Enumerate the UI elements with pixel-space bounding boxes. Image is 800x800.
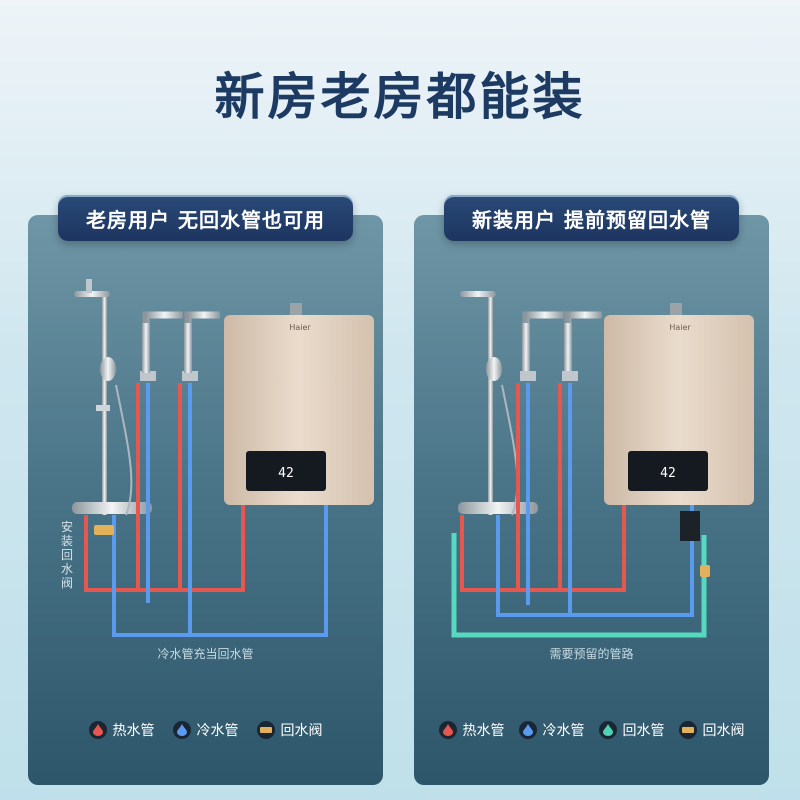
legend-hot-pipe: 热水管 — [438, 720, 505, 740]
old-house-title: 老房用户 无回水管也可用 — [58, 195, 353, 241]
cold-water-drop-icon — [172, 721, 191, 739]
pipe-network — [451, 383, 707, 638]
shower-set — [72, 279, 152, 516]
legend-return-pipe: 回水管 — [598, 720, 665, 740]
new-house-title: 新装用户 提前预留回水管 — [444, 195, 739, 241]
return-valve-icon — [678, 721, 697, 739]
old-house-caption: 冷水管充当回水管 — [157, 647, 254, 661]
new-house-caption: 需要预留的管路 — [549, 647, 634, 661]
old-house-legend: 热水管 冷水管 回水阀 — [28, 720, 383, 740]
faucet-pair — [140, 311, 220, 381]
water-heater: 42 Haier — [604, 303, 754, 505]
brand-logo: Haier — [289, 323, 311, 332]
install-return-valve-note: 安装回水阀 — [60, 520, 73, 590]
legend-cold-pipe: 冷水管 — [172, 720, 239, 740]
return-valve — [94, 525, 114, 535]
water-heater: 42 Haier — [224, 303, 374, 505]
old-house-pipe-diagram: 42 Haier — [72, 279, 374, 637]
new-house-pipe-diagram: 42 Haier — [451, 291, 754, 638]
new-house-panel: 42 Haier 新装用户 提前预留回水管 需要预留的管路 热水管 冷水管 回水… — [414, 195, 769, 785]
legend-return-valve: 回水阀 — [678, 720, 745, 740]
cold-water-drop-icon — [518, 721, 537, 739]
page-headline: 新房老房都能装 — [214, 68, 586, 126]
heater-display: 42 — [278, 466, 294, 481]
legend-hot-pipe: 热水管 — [88, 720, 155, 740]
circulation-pump — [680, 511, 700, 541]
hot-water-drop-icon — [88, 721, 107, 739]
return-valve-icon — [256, 721, 275, 739]
heater-display: 42 — [660, 466, 676, 481]
return-pipe-drop-icon — [598, 721, 617, 739]
faucet-pair — [520, 311, 602, 381]
old-house-panel: 42 Haier 老房用户 无回水管也可用 安装回水阀 冷水管充当回水管 热水管… — [28, 195, 383, 785]
hot-water-drop-icon — [438, 721, 457, 739]
brand-logo: Haier — [669, 323, 691, 332]
return-valve — [700, 565, 710, 577]
pipe-network — [84, 383, 328, 637]
legend-cold-pipe: 冷水管 — [518, 720, 585, 740]
legend-return-valve: 回水阀 — [256, 720, 323, 740]
new-house-legend: 热水管 冷水管 回水管 回水阀 — [414, 720, 769, 740]
